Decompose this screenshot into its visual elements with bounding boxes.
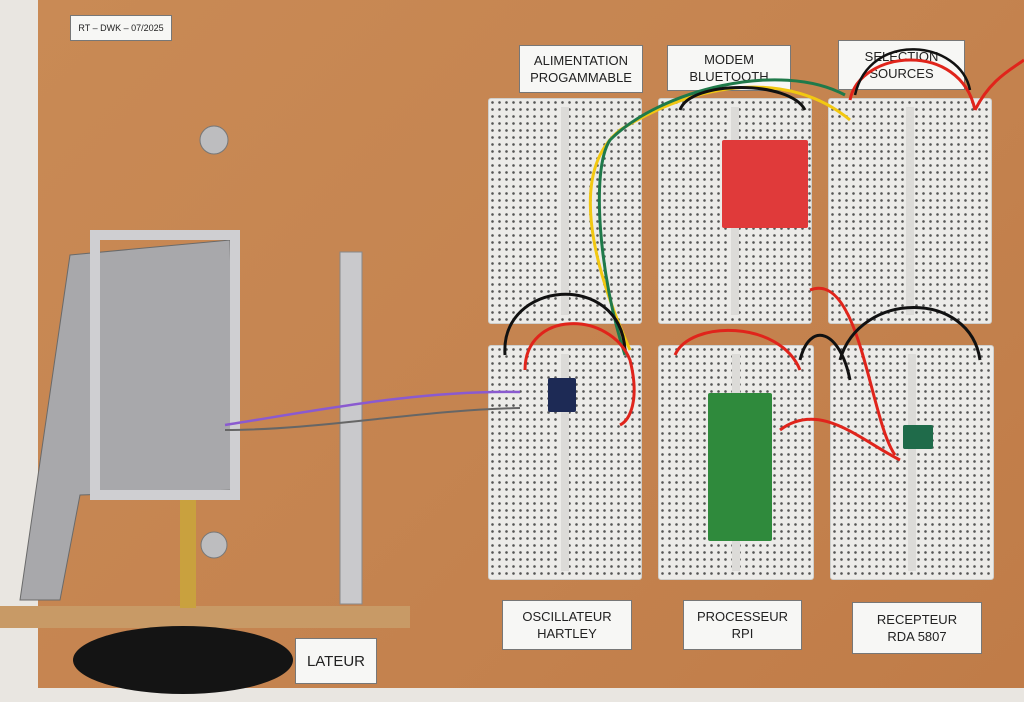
wire-red — [673, 328, 802, 371]
ic-chip — [548, 378, 576, 412]
bolt — [200, 531, 228, 559]
tag-label: RT – DWK – 07/2025 — [70, 15, 172, 41]
label-processeur: PROCESSEUR RPI — [683, 600, 802, 650]
label-oscillateur: OSCILLATEUR HARTLEY — [502, 600, 632, 650]
label-line: PROGAMMABLE — [530, 70, 632, 85]
label-alimentation: ALIMENTATION PROGAMMABLE — [519, 45, 643, 93]
breadboard-selection — [828, 98, 992, 324]
wire-black — [678, 86, 807, 111]
bolt — [199, 125, 229, 155]
brass-shaft — [180, 490, 196, 608]
label-line: RPI — [731, 626, 754, 641]
wire-red — [809, 286, 897, 456]
capacitor-frame — [90, 230, 240, 500]
wire-grey — [224, 407, 521, 431]
rda5807-module — [903, 425, 933, 449]
label-line: RECEPTEUR — [876, 612, 958, 627]
wire-green — [597, 78, 846, 356]
wire-red — [973, 58, 1024, 111]
label-line: ALIMENTATION — [533, 53, 629, 68]
wire-black — [503, 292, 627, 356]
tuning-knob — [73, 626, 293, 694]
wooden-base — [0, 606, 410, 628]
metal-bracket — [339, 251, 363, 605]
label-recepteur: RECEPTEUR RDA 5807 — [852, 602, 982, 654]
wire-black — [853, 48, 972, 96]
label-line: PROCESSEUR — [696, 609, 789, 624]
label-line: SOURCES — [869, 66, 934, 81]
wire-red — [779, 417, 901, 462]
label-partial: LATEUR — [295, 638, 377, 684]
breadboard-recepteur — [830, 345, 994, 580]
pico-board — [708, 393, 772, 541]
wire-yellow — [588, 85, 851, 351]
label-line: RDA 5807 — [887, 629, 947, 644]
label-line: HARTLEY — [537, 626, 597, 641]
wire-black — [798, 333, 852, 381]
wire-red — [523, 322, 636, 427]
label-line: MODEM — [704, 52, 754, 67]
label-line: OSCILLATEUR — [522, 609, 612, 624]
wire-black — [838, 306, 982, 361]
breadboard-oscillateur — [488, 345, 642, 580]
wire-purple — [224, 390, 521, 427]
bluetooth-module — [722, 140, 808, 228]
